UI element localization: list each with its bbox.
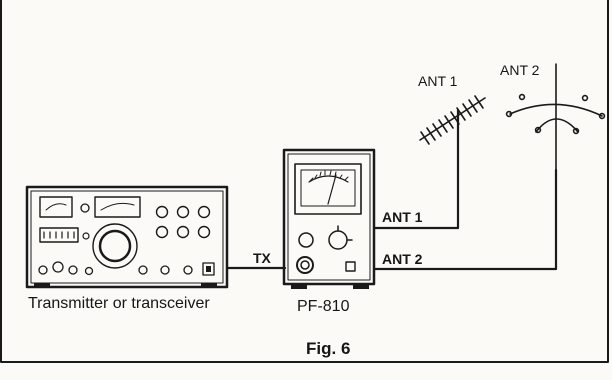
figure-frame [0, 0, 609, 363]
figure-caption: Fig. 6 [306, 339, 351, 358]
vertical-antenna-label: ANT 2 [500, 62, 540, 78]
pf810-label: PF-810 [297, 298, 350, 315]
tx-port-label: TX [253, 250, 271, 266]
ant2-feed-line [372, 168, 558, 271]
pf810-unit [282, 148, 376, 289]
ant2-port-label: ANT 2 [382, 251, 423, 267]
vertical-antenna [505, 63, 606, 171]
ant1-port-label: ANT 1 [382, 209, 423, 225]
yagi-antenna-label: ANT 1 [418, 73, 458, 89]
ant1-feed-line [372, 108, 460, 230]
transmitter-unit [25, 185, 229, 289]
yagi-antenna [419, 95, 486, 145]
transmitter-label: Transmitter or transceiver [28, 295, 210, 312]
